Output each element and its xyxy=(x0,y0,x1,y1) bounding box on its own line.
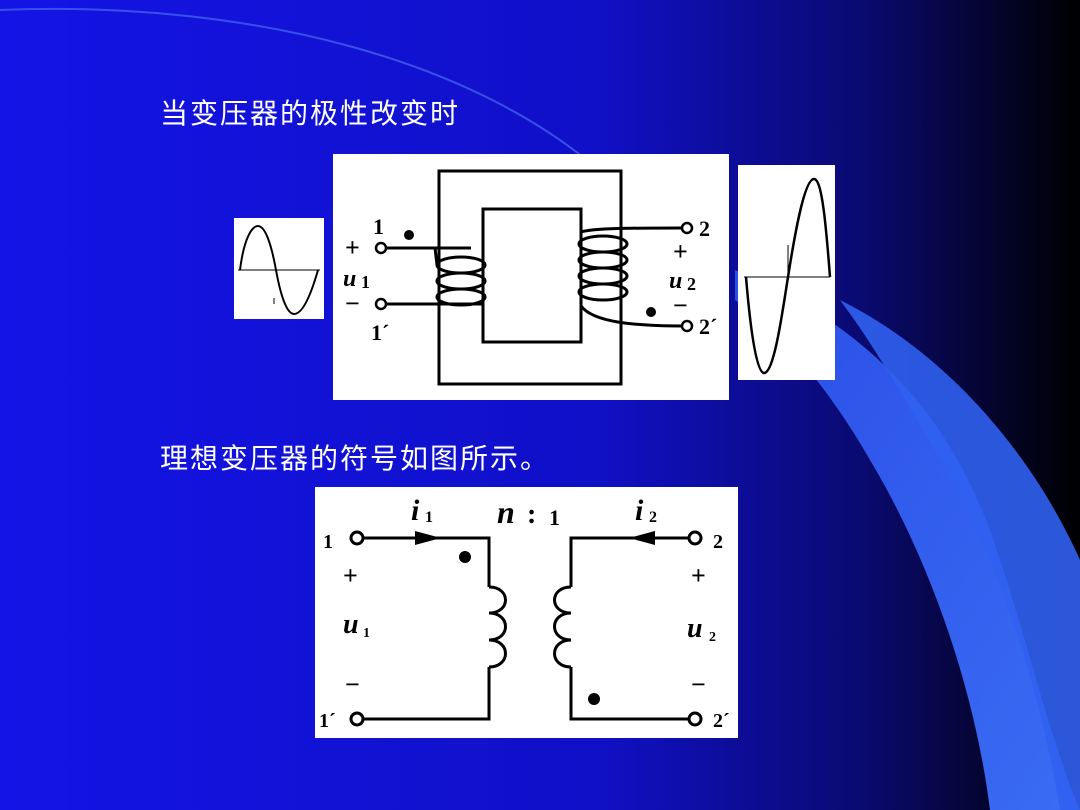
label-sym-plus1: + xyxy=(343,561,358,590)
heading-polarity: 当变压器的极性改变时 xyxy=(160,97,461,130)
label-sym-minus1: − xyxy=(345,670,360,699)
decorative-arc xyxy=(0,7,611,181)
label-sym-u1-var: u xyxy=(343,609,359,640)
terminal-2-icon xyxy=(680,221,694,235)
transformer-core-diagram: 1 + u 1 − 1´ 2 + u 2 − 2´ xyxy=(333,154,729,400)
label-ratio-one: 1 xyxy=(549,505,560,530)
label-sym-u2-sub: 2 xyxy=(709,630,716,645)
polarity-dot-primary-icon xyxy=(404,230,414,240)
symbol-terminal-2-icon xyxy=(687,530,703,546)
label-u1-sub: 1 xyxy=(361,272,370,292)
label-u2-sub: 2 xyxy=(687,274,696,294)
symbol-polarity-dot-primary-icon xyxy=(459,551,471,563)
label-sym-terminal-2prime: 2´ xyxy=(713,710,730,732)
polarity-dot-secondary-icon xyxy=(646,307,656,317)
label-sym-u2-var: u xyxy=(687,613,703,644)
label-terminal-2: 2 xyxy=(699,216,710,241)
label-sym-minus2: − xyxy=(691,670,706,699)
label-sym-terminal-1prime: 1´ xyxy=(319,710,336,732)
terminal-1prime-icon xyxy=(374,297,388,311)
label-sym-u1-sub: 1 xyxy=(363,626,370,641)
label-i2-var: i xyxy=(635,494,644,527)
label-primary-plus: + xyxy=(345,233,360,262)
symbol-terminal-2prime-icon xyxy=(687,711,703,727)
label-u1-var: u xyxy=(343,266,356,292)
label-ratio-colon: : xyxy=(527,499,536,530)
label-u2-var: u xyxy=(669,268,682,294)
label-terminal-1: 1 xyxy=(373,214,384,239)
heading-symbol: 理想变压器的符号如图所示。 xyxy=(160,442,551,475)
label-sym-terminal-2: 2 xyxy=(713,531,723,553)
label-terminal-2prime: 2´ xyxy=(699,314,717,339)
label-i1-sub: 1 xyxy=(425,509,433,526)
label-sym-plus2: + xyxy=(691,561,706,590)
ideal-transformer-symbol: i 1 i 2 n : 1 1 1´ 2 2´ + u 1 − + u 2 − xyxy=(315,487,738,738)
label-i1-var: i xyxy=(411,494,420,527)
decorative-swoosh xyxy=(735,270,1080,810)
terminal-1-icon xyxy=(374,241,388,255)
label-sym-terminal-1: 1 xyxy=(323,531,333,553)
label-terminal-1prime: 1´ xyxy=(371,320,389,345)
label-i2-sub: 2 xyxy=(649,509,657,526)
current-arrow-i2-icon xyxy=(629,531,655,545)
symbol-polarity-dot-secondary-icon xyxy=(588,693,600,705)
label-primary-minus: − xyxy=(345,289,360,318)
terminal-2prime-icon xyxy=(680,319,694,333)
symbol-terminal-1prime-icon xyxy=(349,711,365,727)
symbol-terminal-1-icon xyxy=(349,530,365,546)
label-ratio-n: n xyxy=(497,494,515,530)
current-arrow-i1-icon xyxy=(415,531,441,545)
output-sine-wave xyxy=(738,165,835,380)
input-sine-wave xyxy=(234,218,324,319)
label-secondary-minus: − xyxy=(673,291,688,320)
label-secondary-plus: + xyxy=(673,237,688,266)
